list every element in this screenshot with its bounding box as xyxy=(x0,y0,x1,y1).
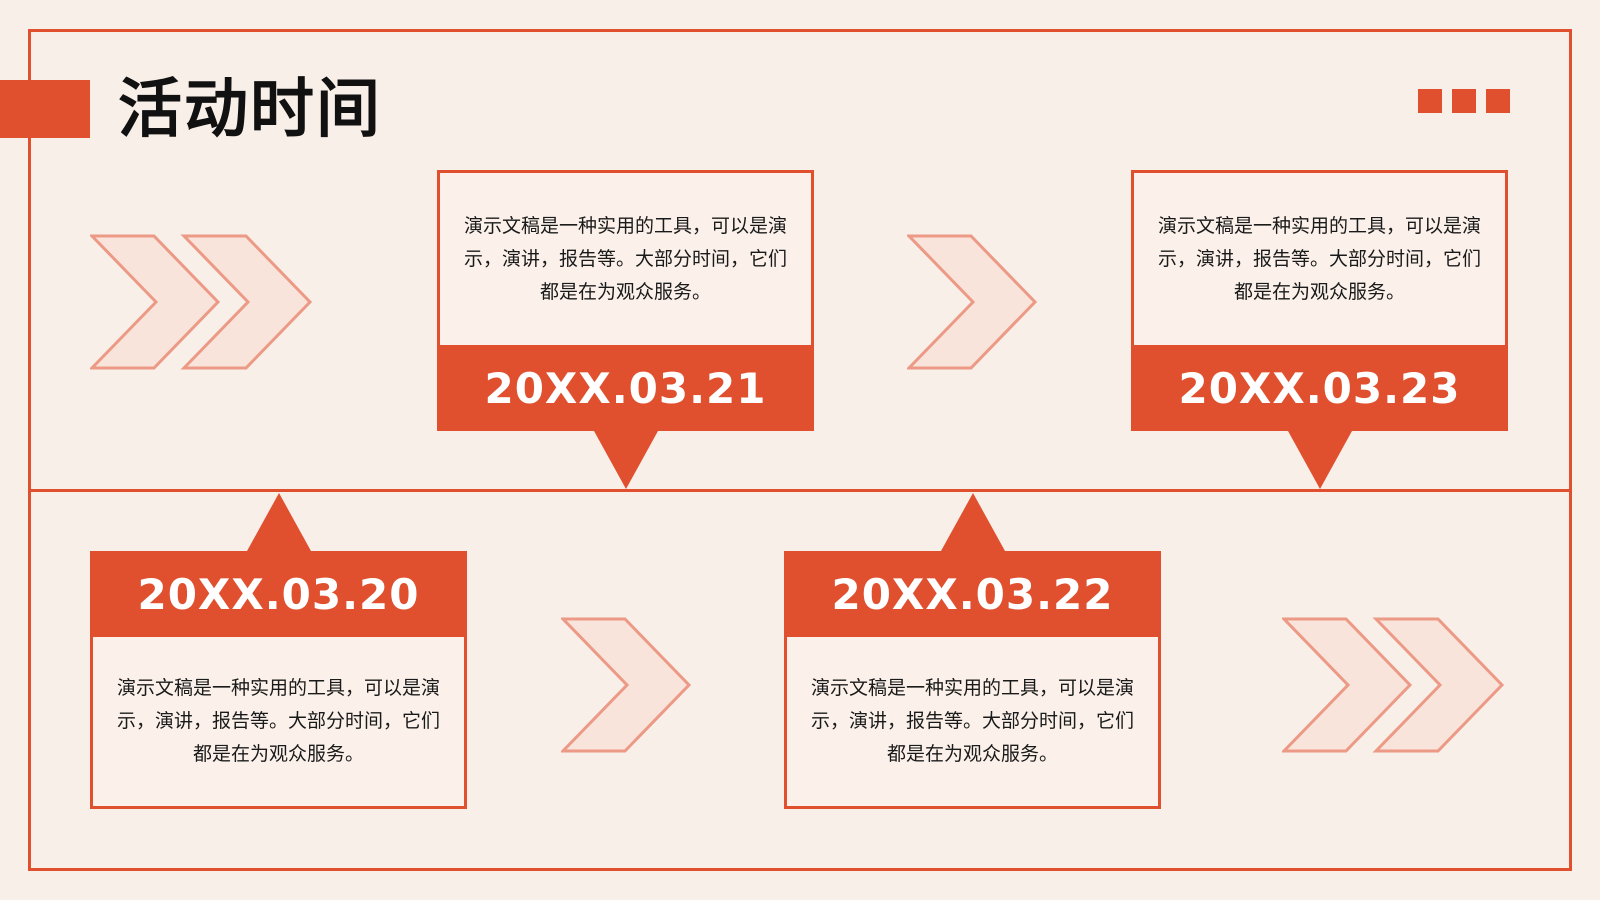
double-chevron-icon xyxy=(1282,617,1505,753)
pointer-up-icon xyxy=(246,493,311,551)
event-card-4: 演示文稿是一种实用的工具，可以是演示，演讲，报告等。大部分时间，它们都是在为观众… xyxy=(1131,170,1508,489)
event-date: 20XX.03.23 xyxy=(1131,345,1508,431)
pointer-down-icon xyxy=(1287,431,1352,489)
chevron-icon xyxy=(907,234,1038,370)
double-chevron-icon xyxy=(90,234,313,370)
square-icon xyxy=(1452,89,1476,113)
event-card-1: 20XX.03.20 演示文稿是一种实用的工具，可以是演示，演讲，报告等。大部分… xyxy=(90,493,467,809)
square-icon xyxy=(1486,89,1510,113)
square-icon xyxy=(1418,89,1442,113)
pointer-down-icon xyxy=(593,431,658,489)
event-date: 20XX.03.20 xyxy=(90,551,467,637)
title-accent-bar xyxy=(0,80,90,138)
decorative-squares xyxy=(1418,89,1510,113)
event-date: 20XX.03.21 xyxy=(437,345,814,431)
event-description: 演示文稿是一种实用的工具，可以是演示，演讲，报告等。大部分时间，它们都是在为观众… xyxy=(90,637,467,809)
slide-frame xyxy=(28,29,1572,871)
event-date: 20XX.03.22 xyxy=(784,551,1161,637)
pointer-up-icon xyxy=(940,493,1005,551)
event-description: 演示文稿是一种实用的工具，可以是演示，演讲，报告等。大部分时间，它们都是在为观众… xyxy=(784,637,1161,809)
page-title: 活动时间 xyxy=(118,73,382,147)
chevron-icon xyxy=(561,617,692,753)
event-card-2: 演示文稿是一种实用的工具，可以是演示，演讲，报告等。大部分时间，它们都是在为观众… xyxy=(437,170,814,489)
timeline-axis xyxy=(28,489,1572,492)
event-description: 演示文稿是一种实用的工具，可以是演示，演讲，报告等。大部分时间，它们都是在为观众… xyxy=(1131,170,1508,345)
event-description: 演示文稿是一种实用的工具，可以是演示，演讲，报告等。大部分时间，它们都是在为观众… xyxy=(437,170,814,345)
event-card-3: 20XX.03.22 演示文稿是一种实用的工具，可以是演示，演讲，报告等。大部分… xyxy=(784,493,1161,809)
